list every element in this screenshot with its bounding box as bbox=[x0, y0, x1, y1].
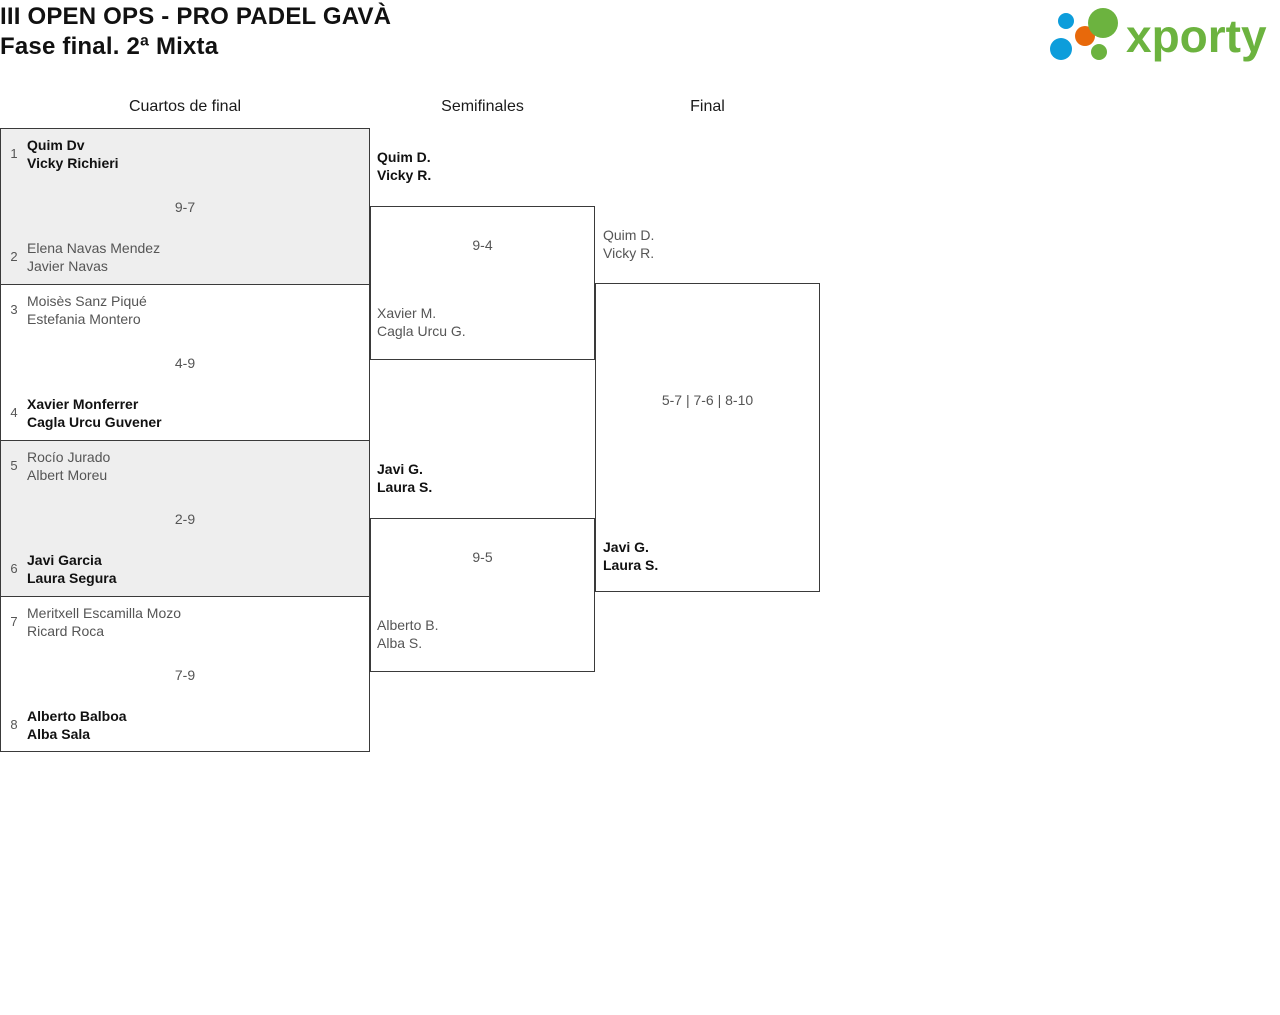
team-sf-2-top[interactable]: Javi G. Laura S. bbox=[377, 461, 433, 495]
team-qf-3-bottom[interactable]: 6 Javi Garcia Laura Segura bbox=[1, 551, 369, 587]
score-qf-2: 4-9 bbox=[174, 355, 196, 371]
team-names: Meritxell Escamilla Mozo Ricard Roca bbox=[27, 605, 182, 639]
team-sf-1-top[interactable]: Quim D. Vicky R. bbox=[377, 149, 432, 183]
team-qf-2-bottom[interactable]: 4 Xavier Monferrer Cagla Urcu Guvener bbox=[1, 395, 369, 431]
logo-dots-icon bbox=[1050, 8, 1118, 60]
tournament-phase: Fase final. 2ª Mixta bbox=[0, 33, 219, 60]
team-qf-1-bottom[interactable]: 2 Elena Navas Mendez Javier Navas bbox=[1, 239, 369, 275]
team-names: Rocío Jurado Albert Moreu bbox=[27, 449, 111, 483]
score-final: 5-7 | 7-6 | 8-10 bbox=[661, 392, 754, 408]
logo-wordmark: xporty bbox=[1126, 10, 1267, 62]
xporty-logo[interactable]: xporty bbox=[1046, 6, 1276, 62]
team-qf-1-top[interactable]: 1 Quim Dv Vicky Richieri bbox=[1, 136, 369, 172]
seed-number: 8 bbox=[10, 717, 18, 732]
team-qf-2-top[interactable]: 3 Moisès Sanz Piqué Estefania Montero bbox=[1, 292, 369, 328]
page-title: III OPEN OPS - PRO PADEL GAVÀ Fase final… bbox=[0, 2, 391, 62]
match-box-qf-2[interactable]: 3 Moisès Sanz Piqué Estefania Montero 4-… bbox=[0, 284, 370, 441]
seed-number: 3 bbox=[10, 302, 18, 317]
seed-number: 1 bbox=[10, 146, 18, 161]
team-qf-3-top[interactable]: 5 Rocío Jurado Albert Moreu bbox=[1, 448, 369, 484]
score-sf-1: 9-4 bbox=[472, 237, 493, 253]
seed-number: 4 bbox=[10, 405, 18, 420]
team-sf-2-bottom[interactable]: Alberto B. Alba S. bbox=[377, 617, 439, 651]
team-names: Alberto Balboa Alba Sala bbox=[27, 708, 127, 742]
team-names: Moisès Sanz Piqué Estefania Montero bbox=[27, 293, 147, 327]
round-header-quarterfinals: Cuartos de final bbox=[128, 98, 242, 115]
team-names: Xavier Monferrer Cagla Urcu Guvener bbox=[27, 396, 162, 430]
score-sf-2: 9-5 bbox=[472, 549, 493, 565]
round-header-semifinals: Semifinales bbox=[441, 98, 524, 115]
team-final-bottom[interactable]: Javi G. Laura S. bbox=[603, 539, 659, 573]
team-qf-4-bottom[interactable]: 8 Alberto Balboa Alba Sala bbox=[1, 707, 369, 743]
team-sf-1-bottom[interactable]: Xavier M. Cagla Urcu G. bbox=[377, 305, 466, 339]
round-header-final: Final bbox=[690, 98, 725, 115]
seed-number: 7 bbox=[10, 614, 18, 629]
match-box-sf-2[interactable]: 9-5 bbox=[370, 518, 595, 672]
match-box-final[interactable]: 5-7 | 7-6 | 8-10 bbox=[595, 283, 820, 592]
seed-number: 2 bbox=[10, 249, 18, 264]
tournament-name: III OPEN OPS - PRO PADEL GAVÀ bbox=[0, 3, 392, 30]
team-qf-4-top[interactable]: 7 Meritxell Escamilla Mozo Ricard Roca bbox=[1, 604, 369, 640]
match-box-qf-4[interactable]: 7 Meritxell Escamilla Mozo Ricard Roca 7… bbox=[0, 596, 370, 752]
score-qf-3: 2-9 bbox=[174, 511, 196, 527]
team-names: Quim Dv Vicky Richieri bbox=[27, 137, 119, 171]
seed-number: 5 bbox=[10, 458, 18, 473]
match-box-qf-3[interactable]: 5 Rocío Jurado Albert Moreu 2-9 6 Javi G… bbox=[0, 440, 370, 597]
match-box-sf-1[interactable]: 9-4 bbox=[370, 206, 595, 360]
score-qf-1: 9-7 bbox=[174, 199, 196, 215]
team-names: Elena Navas Mendez Javier Navas bbox=[27, 240, 161, 274]
team-final-top[interactable]: Quim D. Vicky R. bbox=[603, 227, 655, 261]
score-qf-4: 7-9 bbox=[174, 667, 196, 683]
seed-number: 6 bbox=[10, 561, 18, 576]
team-names: Javi Garcia Laura Segura bbox=[27, 552, 117, 586]
match-box-qf-1[interactable]: 1 Quim Dv Vicky Richieri 9-7 2 Elena Nav… bbox=[0, 128, 370, 285]
